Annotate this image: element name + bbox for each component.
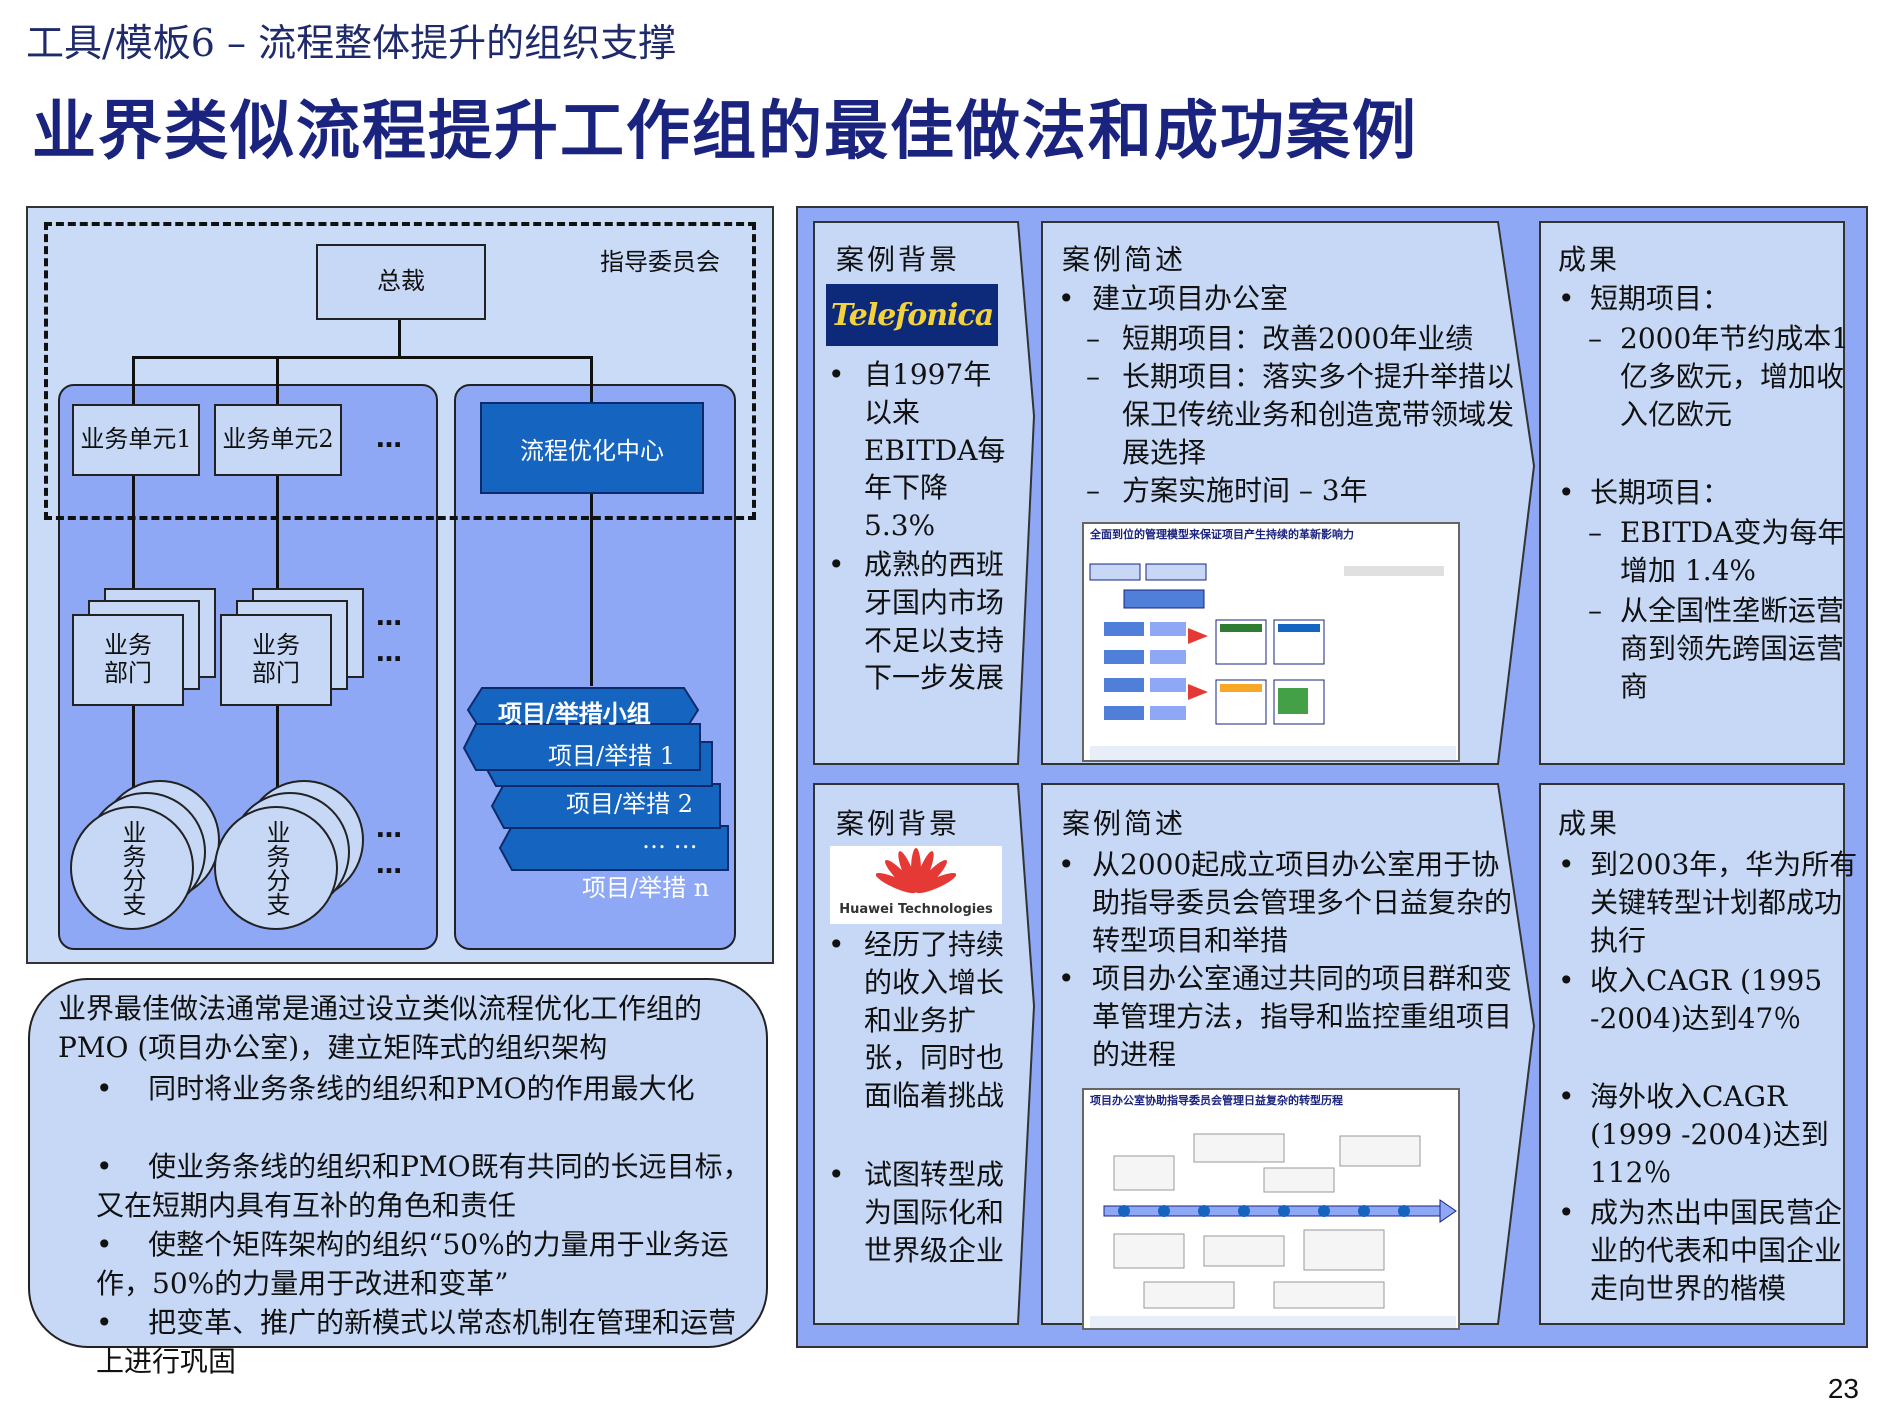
department-box-1: 业务 部门 — [72, 614, 184, 706]
case1-description-sub-2: – 长期项目：落实多个提升举措以保卫传统业务和创造宽带领域发展选择 — [1086, 360, 1515, 469]
case1-results-long-sub-1: – EBITDA变为每年增加 1.4% — [1588, 516, 1846, 587]
huawei-logo: Huawei Technologies — [830, 846, 1002, 924]
case1-results-short-sub: – 2000年节约成本1亿多欧元，增加收入亿欧元 — [1588, 322, 1850, 431]
case2-thumbnail: 项目办公室协助指导委员会管理日益复杂的转型历程 — [1082, 1088, 1460, 1330]
connector — [590, 494, 593, 686]
callout-bullet-4: • 把变革、推广的新模式以常态机制在管理和运营上进行巩固 — [96, 1306, 737, 1378]
business-unit-2-box: 业务单元2 — [214, 404, 342, 476]
business-unit-1-box: 业务单元1 — [72, 404, 200, 476]
case2-background-title: 案例背景 — [836, 807, 961, 840]
callout-bullet-2: • 使业务条线的组织和PMO既有共同的长远目标，又在短期内具有互补的角色和责任 — [96, 1150, 751, 1222]
connector — [132, 706, 135, 806]
project-item-2: 项目/举措 2 — [566, 790, 693, 818]
steering-committee-box — [44, 222, 756, 520]
department-box-2: 业务 部门 — [220, 614, 332, 706]
connector — [132, 356, 135, 406]
page-number: 23 — [1827, 1373, 1859, 1404]
case1-background-bullet-2: • 成熟的西班牙国内市场不足以支持下一步发展 — [828, 548, 1005, 695]
case2-background-bullet-1: • 经历了持续的收入增长和业务扩张，同时也面临着挑战 — [828, 928, 1005, 1113]
steering-committee-label: 指导委员会 — [600, 248, 720, 276]
case2-thumbnail-graphic — [1090, 1133, 1457, 1328]
case1-description-sub-1: – 短期项目：改善2000年业绩 — [1086, 322, 1474, 355]
case2-background-bullet-2: • 试图转型成为国际化和世界级企业 — [828, 1158, 1005, 1267]
case1-background-bullet-1: • 自1997年以来EBITDA每年下降5.3% — [828, 358, 1006, 543]
project-item-1: 项目/举措 1 — [548, 742, 675, 770]
case1-results-short: • 短期项目： — [1558, 282, 1731, 315]
connector — [398, 318, 401, 358]
case1-description-title: 案例简述 — [1062, 243, 1187, 276]
huawei-petals-icon — [876, 848, 956, 894]
branch-circle-2: 业务分支 — [214, 806, 338, 930]
connector — [132, 356, 592, 359]
project-group-label: 项目/举措小组 — [498, 699, 651, 728]
ellipsis: … — [376, 850, 404, 880]
case2-description-bullet-1: • 从2000起成立项目办公室用于协助指导委员会管理多个日益复杂的转型项目和举措 — [1058, 848, 1513, 957]
case1-results-long: • 长期项目： — [1558, 476, 1731, 509]
case1-thumbnail: 全面到位的管理模型来保证项目产生持续的革新影响力 — [1082, 522, 1460, 762]
process-optimization-center-box: 流程优化中心 — [480, 402, 704, 494]
ellipsis: … — [376, 424, 404, 454]
case1-thumbnail-graphic — [1089, 563, 1456, 760]
case2-results-bullet-2: • 收入CAGR (1995 -2004)达到47％ — [1558, 964, 1823, 1035]
slide-title: 业界类似流程提升工作组的最佳做法和成功案例 — [32, 94, 1418, 169]
connector — [590, 356, 593, 404]
case1-description-main: • 建立项目办公室 — [1058, 282, 1289, 315]
best-practice-callout — [28, 978, 768, 1348]
callout-bullet-1: • 同时将业务条线的组织和PMO的作用最大化 — [96, 1072, 695, 1105]
case2-description-title: 案例简述 — [1062, 807, 1187, 840]
connector — [132, 476, 135, 614]
callout-intro: 业界最佳做法通常是通过设立类似流程优化工作组的PMO (项目办公室)，建立矩阵式… — [58, 992, 703, 1064]
branch-circle-1: 业务分支 — [70, 806, 194, 930]
case2-results-bullet-3: • 海外收入CAGR (1999 -2004)达到112％ — [1558, 1080, 1829, 1189]
case1-results-long-sub-2: – 从全国性垄断运营商到领先跨国运营商 — [1588, 594, 1845, 703]
case1-description-sub-3: – 方案实施时间 – 3年 — [1086, 474, 1368, 507]
project-stack-graphic — [462, 687, 729, 871]
project-item-ellipsis: … … — [642, 826, 698, 854]
ellipsis: … — [376, 638, 404, 668]
callout-bullet-3: • 使整个矩阵架构的组织“50%的力量用于业务运作，50%的力量用于改进和变革” — [96, 1228, 729, 1300]
case2-results-bullet-4: • 成为杰出中国民营企业的代表和中国企业走向世界的楷模 — [1558, 1196, 1843, 1305]
case2-description-bullet-2: • 项目办公室通过共同的项目群和变革管理方法，指导和监控重组项目的进程 — [1058, 962, 1513, 1071]
ellipsis: … — [376, 602, 404, 632]
slide-kicker: 工具/模板6 – 流程整体提升的组织支撑 — [26, 21, 677, 65]
project-item-n: 项目/举措 n — [582, 874, 710, 902]
connector — [276, 356, 279, 406]
connector — [276, 476, 279, 614]
case1-results-title: 成果 — [1558, 243, 1621, 276]
case2-results-bullet-1: • 到2003年，华为所有关键转型计划都成功执行 — [1558, 848, 1858, 957]
case2-results-title: 成果 — [1558, 807, 1621, 840]
telefonica-logo: Telefonica — [826, 284, 998, 346]
connector — [276, 706, 279, 806]
ellipsis: … — [376, 814, 404, 844]
president-box: 总裁 — [316, 244, 486, 320]
case1-background-title: 案例背景 — [836, 243, 961, 276]
